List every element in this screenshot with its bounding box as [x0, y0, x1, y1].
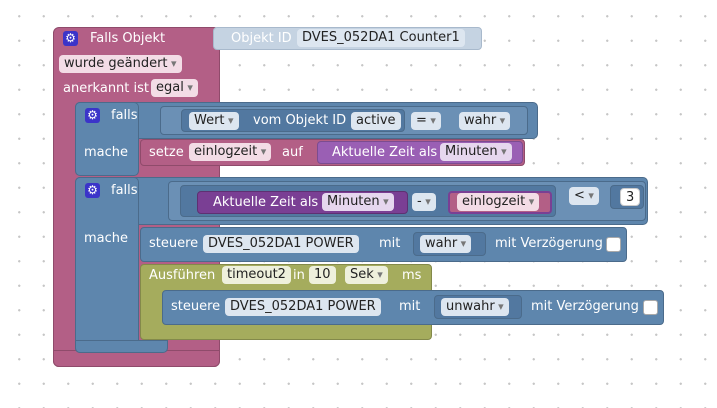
ack-dropdown[interactable]: egal: [151, 79, 198, 97]
time-unit-dropdown[interactable]: Minuten: [440, 143, 512, 161]
set-label: setze: [149, 145, 184, 160]
control-label: steuere: [171, 299, 221, 314]
object-field[interactable]: active: [351, 112, 401, 130]
control-object-field[interactable]: DVES_052DA1 POWER: [225, 298, 381, 316]
to-label: auf: [282, 145, 303, 160]
delay-label: mit Verzögerung: [495, 236, 603, 251]
timeout-unit-dropdown[interactable]: Sek: [345, 266, 388, 284]
ack-label: anerkannt ist: [63, 81, 150, 96]
bool-dropdown[interactable]: wahr: [420, 235, 472, 253]
gear-icon[interactable]: ⚙: [85, 108, 100, 123]
minus-dropdown[interactable]: -: [412, 193, 436, 211]
delay-checkbox[interactable]: [606, 237, 621, 252]
number-field[interactable]: 3: [620, 188, 641, 206]
if1-do-label: mache: [84, 145, 129, 160]
in-label: in: [293, 268, 305, 283]
bool-dropdown[interactable]: wahr: [459, 112, 511, 130]
control-label: steuere: [149, 236, 199, 251]
control-object-field[interactable]: DVES_052DA1 POWER: [203, 235, 359, 253]
delay-checkbox[interactable]: [643, 300, 658, 315]
if2-do-label: mache: [84, 231, 129, 246]
gear-icon[interactable]: ⚙: [63, 31, 78, 46]
object-id-label: Objekt ID: [231, 31, 292, 46]
changed-dropdown[interactable]: wurde geändert: [59, 55, 182, 73]
if-block-2-bottom: [75, 340, 168, 353]
execute-label: Ausführen: [149, 268, 216, 283]
of-object-label: vom Objekt ID: [253, 113, 347, 128]
bool-dropdown[interactable]: unwahr: [441, 298, 509, 316]
object-id-field[interactable]: DVES_052DA1 Counter1: [297, 29, 465, 47]
if1-label: falls: [111, 108, 138, 123]
trigger-title: Falls Objekt: [90, 31, 166, 46]
with-label: mit: [399, 299, 421, 314]
if-block-2-body: [75, 177, 139, 353]
attr-dropdown[interactable]: Wert: [189, 112, 239, 130]
timeout-amount-field[interactable]: 10: [309, 266, 336, 284]
current-time-label: Aktuelle Zeit als: [332, 145, 438, 160]
with-label: mit: [379, 236, 401, 251]
variable-dropdown[interactable]: einlogzeit: [457, 193, 540, 211]
gear-icon[interactable]: ⚙: [85, 183, 100, 198]
if2-label: falls: [111, 183, 138, 198]
operator-dropdown[interactable]: =: [411, 112, 441, 130]
time-unit-dropdown[interactable]: Minuten: [322, 193, 394, 211]
control-block-2[interactable]: [162, 290, 664, 325]
ms-label: ms: [402, 268, 422, 283]
variable-dropdown[interactable]: einlogzeit: [189, 143, 272, 161]
timeout-name-field[interactable]: timeout2: [222, 266, 291, 284]
current-time-label: Aktuelle Zeit als: [213, 195, 319, 210]
delay-label: mit Verzögerung: [531, 299, 639, 314]
compare-dropdown[interactable]: <: [569, 187, 599, 205]
